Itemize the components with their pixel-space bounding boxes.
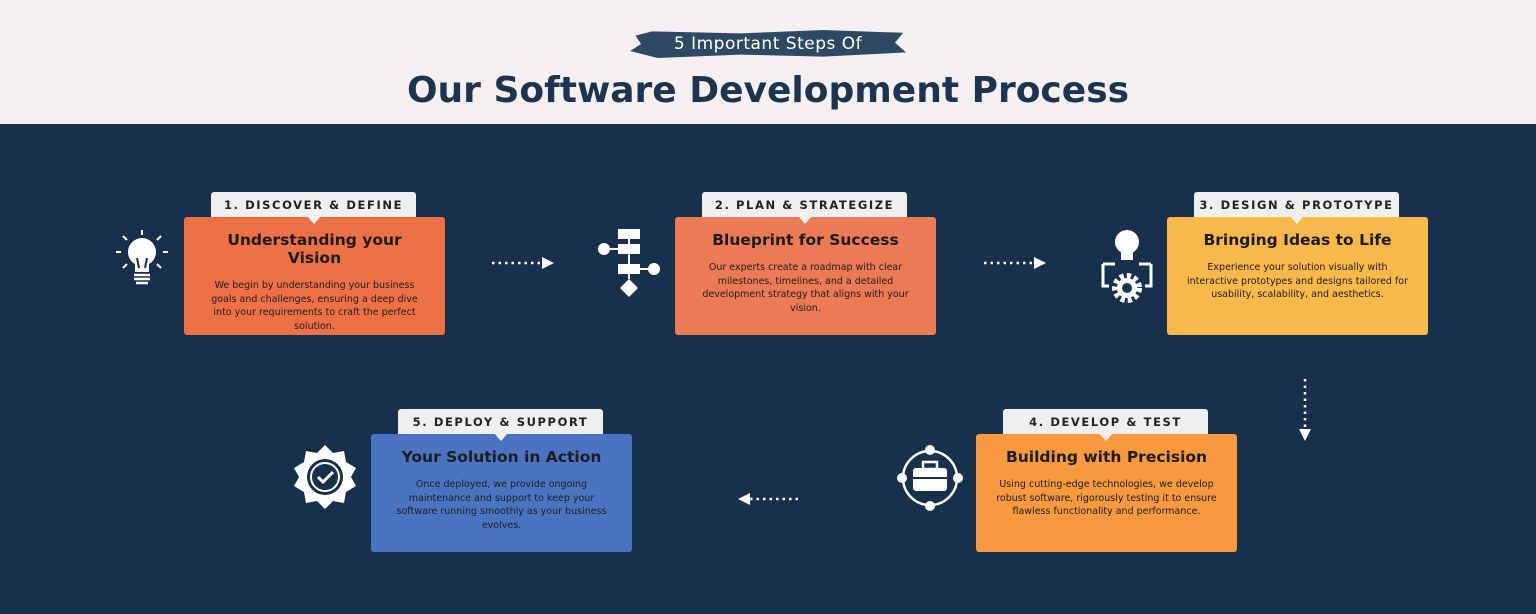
step-title: Building with Precision — [1005, 448, 1208, 466]
step-title: Your Solution in Action — [401, 448, 602, 466]
step-text: Experience your solution visually with i… — [1187, 262, 1408, 300]
step-tab: 3. DESIGN & PROTOTYPE — [1194, 192, 1399, 218]
arrow-down — [1299, 379, 1311, 441]
step-text: Using cutting-edge technologies, we deve… — [996, 479, 1217, 517]
step-card: Understanding your Vision We begin by und… — [184, 216, 445, 335]
lightbulb-icon — [116, 230, 168, 285]
step-title: Understanding your Vision — [227, 231, 402, 267]
step-title: Bringing Ideas to Life — [1203, 231, 1392, 249]
step-tab: 1. DISCOVER & DEFINE — [211, 192, 416, 218]
step-tab: 5. DEPLOY & SUPPORT — [398, 409, 603, 435]
step-tab: 4. DEVELOP & TEST — [1003, 409, 1208, 435]
arrow-right-2 — [984, 257, 1046, 269]
arrow-right-1 — [492, 257, 554, 269]
arrow-left — [738, 493, 800, 505]
bulb-gear-icon — [1101, 230, 1153, 303]
page-title: Our Software Development Process — [406, 70, 1130, 111]
step-text: Once deployed, we provide ongoing mainte… — [396, 479, 607, 531]
step-tab: 2. PLAN & STRATEGIZE — [702, 192, 907, 218]
flowchart-icon — [598, 229, 660, 297]
subtitle-banner: 5 Important Steps Of — [630, 30, 906, 58]
step-text: Our experts create a roadmap with clear … — [702, 262, 909, 314]
step-text: We begin by understanding your business … — [211, 280, 418, 332]
header-band — [0, 0, 1536, 124]
badge-check-icon — [294, 445, 356, 509]
briefcase-network-icon — [897, 445, 963, 511]
step-title: Blueprint for Success — [712, 231, 899, 249]
